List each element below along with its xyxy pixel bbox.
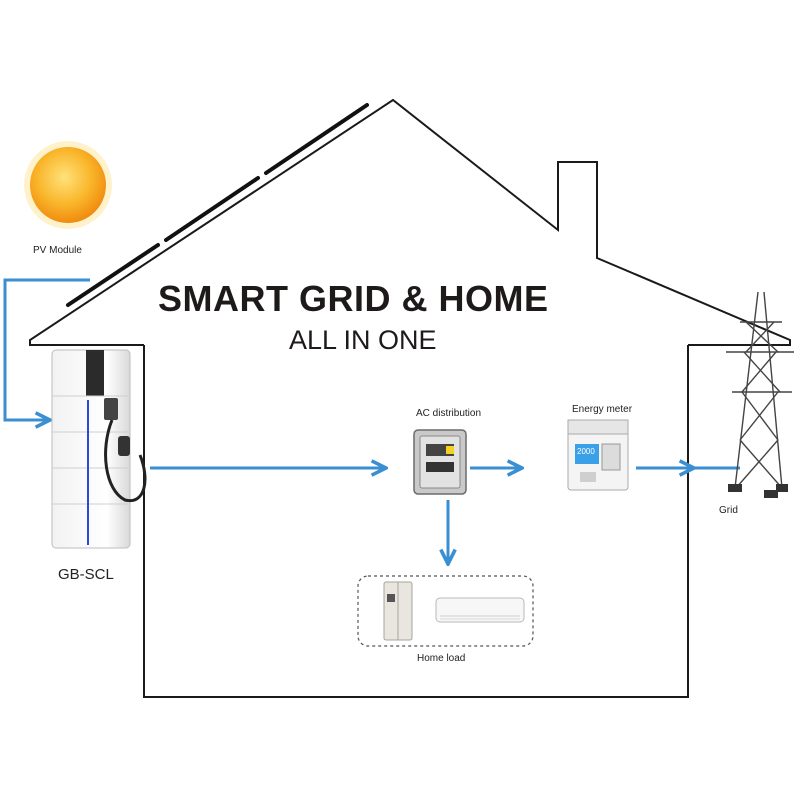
page-title: SMART GRID & HOME — [158, 278, 549, 319]
energy-flow-lines — [3, 278, 740, 564]
meter-display: 2000 — [577, 447, 595, 456]
solar-panel-icon — [66, 103, 369, 307]
gb-scl-label: GB-SCL — [58, 566, 114, 583]
distribution-box-icon — [413, 429, 467, 495]
charger-cable-icon — [104, 419, 147, 503]
energy-meter-label: Energy meter — [572, 404, 633, 415]
page-subtitle: ALL IN ONE — [289, 325, 437, 355]
sun-icon — [24, 141, 112, 229]
battery-cabinet-icon — [51, 349, 131, 549]
refrigerator-icon — [383, 581, 413, 641]
grid-label: Grid — [719, 505, 738, 516]
ac-distribution-label: AC distribution — [416, 408, 482, 419]
pv-module-label: PV Module — [33, 245, 82, 256]
home-load-box — [357, 575, 534, 647]
air-conditioner-icon — [435, 597, 525, 623]
transmission-tower-icon — [726, 291, 794, 498]
house-outline — [29, 98, 791, 698]
home-load-label: Home load — [417, 653, 466, 664]
energy-meter-icon — [567, 419, 629, 491]
